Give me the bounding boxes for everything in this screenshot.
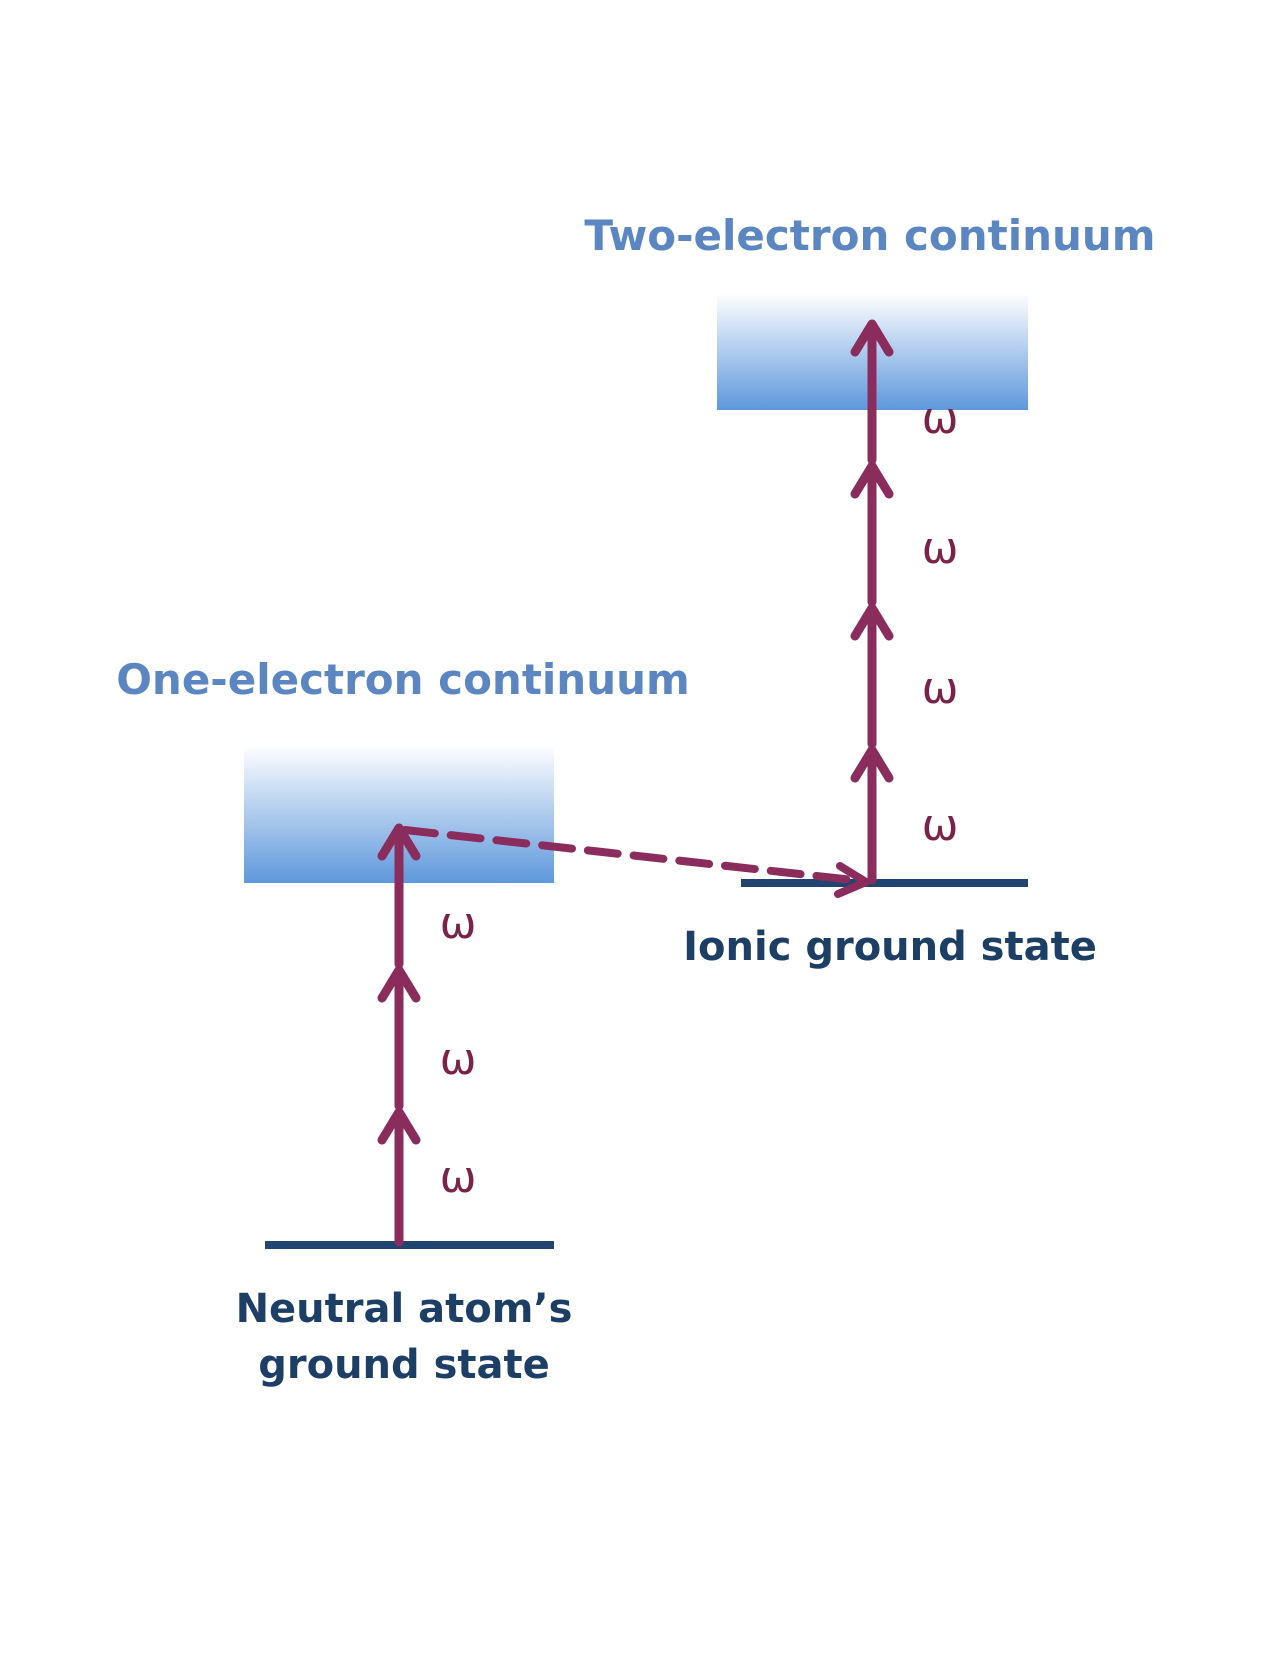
ionic-ground-state-label: Ionic ground state	[683, 924, 1097, 970]
photon-arrow-2d	[850, 319, 894, 465]
photon-arrow-1a	[377, 1107, 421, 1247]
omega-label-1a: ω	[440, 1152, 477, 1203]
photon-arrow-2c	[850, 461, 894, 607]
omega-label-1c: ω	[440, 898, 477, 949]
omega-label-2c: ω	[922, 523, 959, 574]
photon-arrow-2a	[850, 745, 894, 885]
omega-label-2a: ω	[922, 800, 959, 851]
second-step-photon-arrows	[850, 319, 894, 885]
neutral-ground-state-label-line2: ground state	[258, 1342, 550, 1388]
first-step-photon-arrows	[377, 823, 421, 1247]
one-electron-continuum-label: One-electron continuum	[116, 655, 690, 704]
omega-label-2b: ω	[922, 663, 959, 714]
two-electron-continuum-label: Two-electron continuum	[584, 211, 1155, 260]
dashed-transition-arrow	[401, 826, 870, 898]
omega-label-2d: ω	[922, 393, 959, 444]
photon-arrow-1c	[377, 823, 421, 969]
photon-arrow-1b	[377, 965, 421, 1111]
photon-arrow-2b	[850, 603, 894, 749]
neutral-ground-state-label-line1: Neutral atom’s	[236, 1286, 573, 1332]
omega-label-1b: ω	[440, 1034, 477, 1085]
